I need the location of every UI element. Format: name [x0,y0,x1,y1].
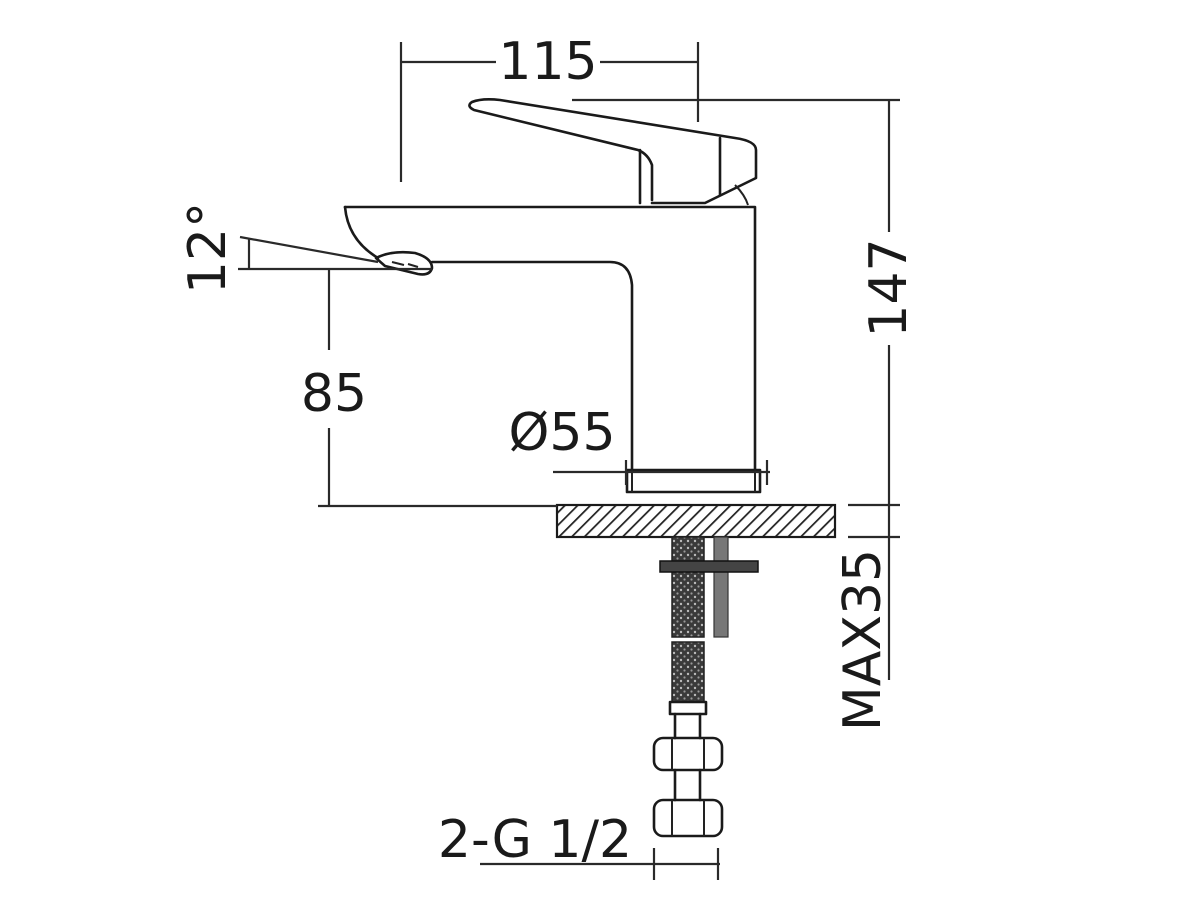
supply-hoses [652,536,759,838]
spout-underside [430,260,634,472]
hose-ferrule [668,700,708,716]
hex-nut-upper [652,736,724,772]
threaded-rod [713,536,729,638]
handle-lever [468,98,758,205]
dim-angle-12: 12° [178,202,238,294]
dimension-lines [238,42,900,880]
aerator-detail [391,261,419,268]
connector-pipe-lower [673,768,702,802]
dim-diameter-55: Ø55 [508,403,615,463]
hose-braided-lower [671,641,705,703]
dim-width-115: 115 [498,32,597,92]
fixing-plate [659,560,759,573]
aerator [374,250,434,276]
dim-max-35: MAX35 [833,549,893,731]
dim-height-147: 147 [859,238,919,337]
hex-nut-lower [652,798,724,838]
dim-height-85: 85 [301,364,367,424]
handle-base-curve [734,184,749,206]
handle-facets [638,136,722,205]
connector-pipe [673,712,702,740]
base-ring [625,468,762,494]
spout-top [343,205,757,472]
spout-front-curve [343,205,380,260]
dim-connection-g12: 2-G 1/2 [438,810,632,870]
countertop-section [555,503,837,539]
hose-braided-upper [671,536,705,638]
